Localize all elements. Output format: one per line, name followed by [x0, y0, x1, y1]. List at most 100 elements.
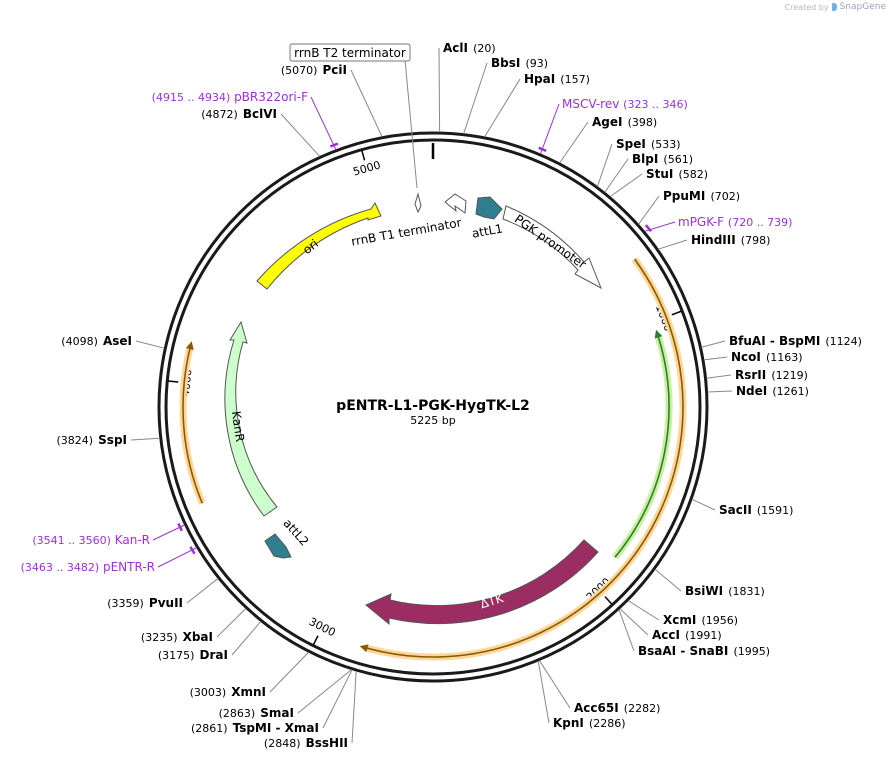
- site-name: XbaI: [183, 630, 213, 644]
- site-position: (1591): [757, 504, 794, 517]
- credit-prefix: Created by: [784, 2, 829, 12]
- site-position: (1219): [771, 369, 808, 382]
- restriction-site[interactable]: (3003) XmnI: [190, 651, 309, 700]
- site-label: BsiWI (1831): [685, 580, 765, 599]
- tick-mark: [361, 150, 366, 161]
- feature-rrnb-t2-label-box: [289, 43, 411, 62]
- restriction-site[interactable]: RsrII (1219): [706, 364, 808, 383]
- feature-dtk-label: ΔTK: [479, 591, 507, 612]
- site-leader-line: [351, 671, 357, 744]
- primer-name: pBR322ori-F: [234, 90, 308, 104]
- restriction-site[interactable]: BlpI (561): [604, 148, 693, 193]
- site-position: (3359): [107, 597, 144, 610]
- restriction-site[interactable]: AccI (1991): [619, 608, 722, 643]
- restriction-site[interactable]: BbsI (93): [463, 52, 548, 134]
- site-name: KpnI: [553, 716, 584, 730]
- site-label: KpnI (2286): [553, 712, 626, 731]
- feature-rrnb-t1-label: rrnB T1 terminator: [350, 215, 462, 248]
- site-leader-line: [231, 621, 262, 656]
- restriction-site[interactable]: BsaAI - SnaBI (1995): [618, 609, 770, 659]
- primer[interactable]: (4915 .. 4934) pBR322ori-F: [152, 90, 339, 150]
- site-position: (702): [710, 190, 740, 203]
- restriction-site[interactable]: AclI (20): [438, 37, 496, 133]
- restriction-site[interactable]: KpnI (2286): [537, 660, 626, 731]
- site-label: AclI (20): [443, 37, 496, 56]
- feature-dtk[interactable]: [365, 539, 599, 626]
- restriction-site[interactable]: (3175) DraI: [158, 621, 262, 663]
- restriction-site[interactable]: HindIII (798): [658, 229, 770, 250]
- site-position: (157): [560, 73, 590, 86]
- site-name: StuI: [646, 167, 673, 181]
- plasmid-name: pENTR-L1-PGK-HygTK-L2: [336, 398, 530, 414]
- restriction-site[interactable]: SacII (1591): [691, 498, 793, 518]
- orf-right[interactable]: [365, 258, 684, 658]
- restriction-site[interactable]: (2863) SmaI: [219, 669, 352, 721]
- site-leader-line: [438, 47, 441, 133]
- feature-attl1[interactable]: [475, 196, 503, 220]
- orf-right-arrowhead: [359, 644, 369, 653]
- feature-attl2[interactable]: [264, 533, 292, 559]
- orf-green-arrowhead: [654, 329, 663, 339]
- restriction-site[interactable]: (3359) PvuII: [107, 578, 219, 611]
- orf-green[interactable]: [614, 335, 670, 558]
- site-position: (1995): [733, 645, 770, 658]
- primer-range: (3541 .. 3560): [32, 534, 111, 547]
- site-name: AgeI: [592, 115, 622, 129]
- primer-mark: [644, 224, 652, 233]
- site-label: AgeI (398): [592, 111, 657, 130]
- feature-kanr[interactable]: [224, 320, 278, 517]
- feature-pgk-promoter[interactable]: [502, 205, 602, 290]
- site-label: XcmI (1956): [663, 609, 738, 628]
- site-name: SacII: [719, 503, 752, 517]
- site-name: BsaAI - SnaBI: [638, 644, 728, 658]
- restriction-site[interactable]: XcmI (1956): [627, 600, 738, 628]
- site-leader-line: [559, 121, 589, 164]
- primer[interactable]: mPGK-F (720 .. 739): [644, 215, 793, 233]
- restriction-site[interactable]: (2848) BssHII: [264, 671, 357, 751]
- feature-rrnb-t1[interactable]: [444, 193, 467, 214]
- restriction-site[interactable]: BfuAI - BspMI (1124): [701, 330, 862, 349]
- orf-left[interactable]: [182, 346, 204, 504]
- site-position: (93): [525, 57, 548, 70]
- primer-name: pENTR-R: [103, 560, 155, 574]
- primer-leader-line: [152, 524, 185, 541]
- restriction-site[interactable]: PpuMI (702): [638, 185, 740, 225]
- primer[interactable]: (3541 .. 3560) Kan-R: [32, 522, 185, 547]
- primer-name: Kan-R: [115, 533, 150, 547]
- restriction-site[interactable]: (5070) PciI: [281, 59, 383, 137]
- restriction-site[interactable]: SpeI (533): [596, 133, 681, 187]
- restriction-site[interactable]: StuI (582): [609, 163, 708, 198]
- primer[interactable]: (3463 .. 3482) pENTR-R: [21, 546, 197, 574]
- feature-kanr-label: KanR: [229, 410, 247, 443]
- restriction-site[interactable]: (3824) SspI: [56, 429, 160, 448]
- primer-label: (3463 .. 3482) pENTR-R: [21, 560, 155, 574]
- site-leader-line: [654, 568, 682, 592]
- orf-green-glow: [612, 334, 673, 560]
- site-position: (2286): [589, 717, 626, 730]
- orf-left-arrowhead: [185, 341, 194, 350]
- primer[interactable]: MSCV-rev (323 .. 346): [538, 97, 688, 155]
- site-leader-line: [297, 669, 352, 714]
- restriction-site[interactable]: (4872) BclVI: [201, 103, 321, 157]
- restriction-site[interactable]: (3235) XbaI: [141, 608, 247, 645]
- restriction-site[interactable]: BsiWI (1831): [654, 568, 765, 599]
- restriction-site[interactable]: (2861) TspMI - XmaI: [191, 669, 353, 736]
- site-name: BfuAI - BspMI: [729, 334, 820, 348]
- site-label: SacII (1591): [719, 499, 793, 518]
- feature-rrnb-t2-callout: rrnB T2 terminator: [289, 43, 418, 189]
- site-label: (4098) AseI: [61, 330, 132, 349]
- feature-rrnb-t2[interactable]: [414, 192, 422, 214]
- site-position: (3175): [158, 649, 195, 662]
- restriction-site[interactable]: NdeI (1261): [707, 380, 809, 399]
- site-leader-line: [539, 660, 571, 709]
- restriction-site[interactable]: NcoI (1163): [703, 346, 803, 365]
- primer-leader-line: [540, 103, 560, 155]
- restriction-site[interactable]: AgeI (398): [559, 111, 658, 164]
- feature-ori[interactable]: [256, 201, 382, 290]
- restriction-site[interactable]: Acc65I (2282): [539, 660, 660, 716]
- restriction-site[interactable]: (4098) AseI: [61, 330, 165, 349]
- restriction-site[interactable]: HpaI (157): [484, 68, 590, 138]
- site-name: AseI: [103, 334, 132, 348]
- site-label: (3824) SspI: [56, 429, 127, 448]
